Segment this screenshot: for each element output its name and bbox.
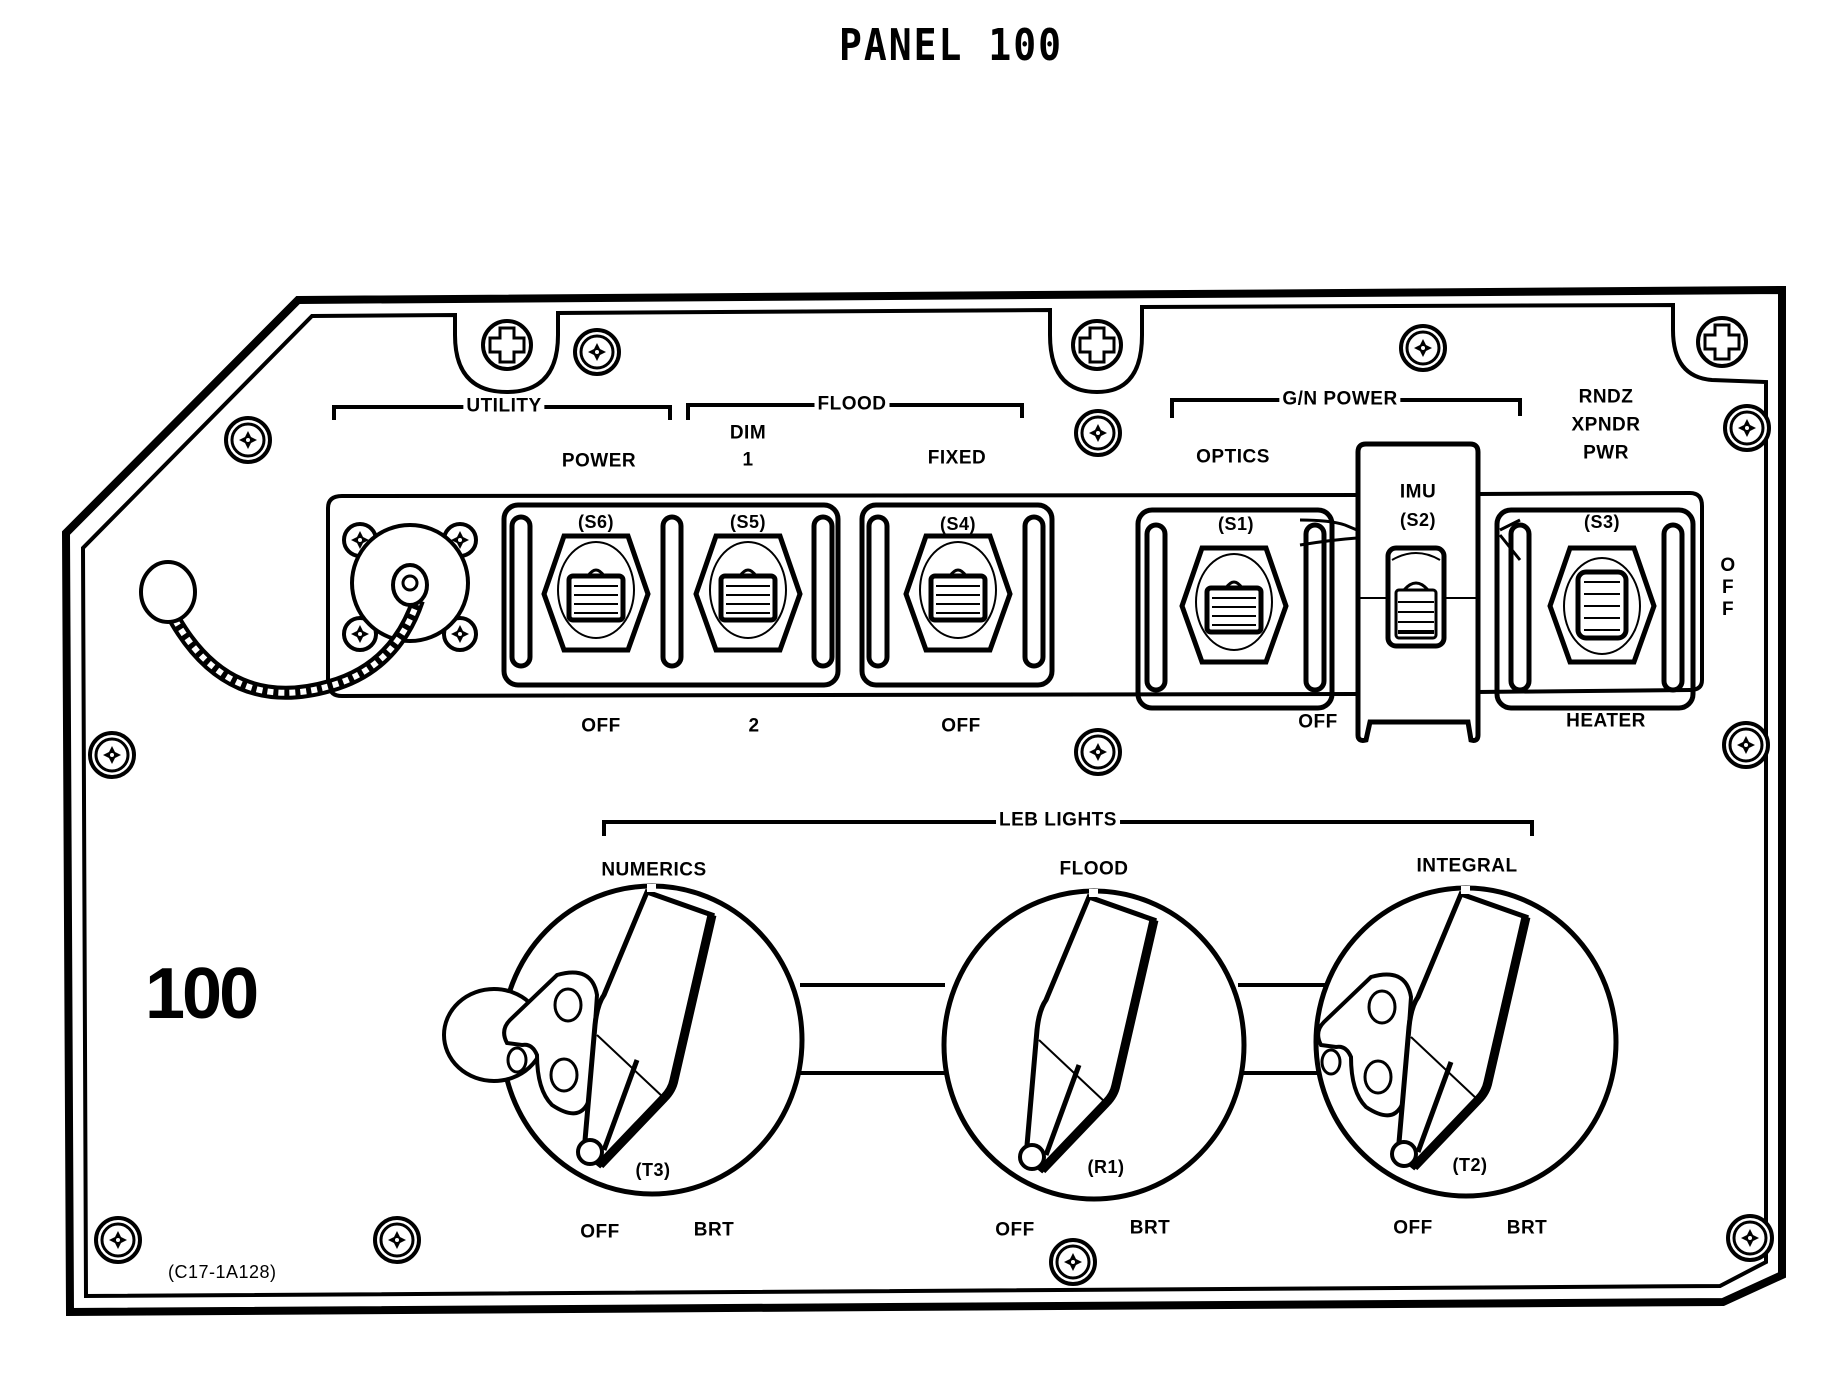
cross-screw-icon <box>1071 319 1123 371</box>
s1-bottom-label: OFF <box>1298 711 1338 733</box>
guard-bar <box>866 514 890 669</box>
page-title: PANEL 100 <box>839 19 1063 71</box>
guard-bar <box>1661 522 1685 693</box>
group-label-gn-power: G/N POWER <box>1279 389 1401 409</box>
knob-label-integral: INTEGRAL <box>1416 855 1518 877</box>
toggle-switch-icon <box>903 533 1013 653</box>
screw-icon <box>1074 728 1122 776</box>
s3-id: (S3) <box>1583 512 1621 532</box>
toggle-switch-icon <box>1179 545 1289 665</box>
guard-bar <box>1303 522 1327 693</box>
s4-bottom-label: OFF <box>941 715 981 737</box>
screw-icon <box>1726 1214 1774 1262</box>
screw-icon <box>88 731 136 779</box>
s5-id: (S5) <box>729 512 767 532</box>
group-label-leb-lights: LEB LIGHTS <box>996 810 1120 830</box>
screw-icon <box>1074 409 1122 457</box>
toggle-switch-icon <box>693 533 803 653</box>
guard-bar <box>1144 522 1168 693</box>
screw-icon <box>442 616 478 652</box>
s3-top-label-1: RNDZ <box>1578 386 1634 408</box>
integral-off-label: OFF <box>1393 1217 1433 1239</box>
guard-bar <box>660 514 684 669</box>
s4-top-label: FIXED <box>927 447 987 469</box>
s5-bottom-label: 2 <box>748 715 760 737</box>
screw-icon <box>1399 324 1447 372</box>
knob-id-r1: (R1) <box>1087 1157 1125 1177</box>
panel-screws <box>88 324 1774 1286</box>
flood-off-label: OFF <box>995 1219 1035 1241</box>
toggle-switches <box>541 533 1657 665</box>
integral-brt-label: BRT <box>1506 1217 1548 1239</box>
screw-icon <box>373 1216 421 1264</box>
screw-icon <box>224 416 272 464</box>
knob-band <box>800 983 1330 1075</box>
screw-icon <box>94 1216 142 1264</box>
rotary-knob-icon <box>941 888 1247 1202</box>
group-label-utility: UTILITY <box>463 396 545 416</box>
rotary-knob-icon <box>442 883 805 1197</box>
knob-id-t3: (T3) <box>635 1160 671 1180</box>
knob-label-numerics: NUMERICS <box>601 859 707 881</box>
s3-side-label: OFF <box>1720 555 1736 620</box>
toggle-switch-icon <box>1547 545 1657 665</box>
rotary-knob-icon <box>1313 885 1619 1199</box>
imu-switch-cover <box>1299 441 1522 743</box>
switch-guards <box>509 514 1685 693</box>
knob-id-t2: (T2) <box>1452 1155 1488 1175</box>
screw-icon <box>573 328 621 376</box>
numerics-brt-label: BRT <box>693 1219 735 1241</box>
s3-top-label-2: XPNDR <box>1571 414 1641 436</box>
s3-bottom-label: HEATER <box>1566 710 1646 732</box>
s3-top-label-3: PWR <box>1583 442 1629 464</box>
guard-bar <box>509 514 533 669</box>
switch-strip <box>326 490 1704 711</box>
screw-icon <box>342 616 378 652</box>
s1-top-label: OPTICS <box>1196 446 1270 468</box>
s4-id: (S4) <box>939 514 977 534</box>
s2-top-label: IMU <box>1399 481 1437 503</box>
screw-icon <box>1049 1238 1097 1286</box>
toggle-switch-icon <box>541 533 651 653</box>
s5-top-label-1: DIM <box>729 422 767 444</box>
utility-connector <box>139 523 470 700</box>
s6-id: (S6) <box>577 512 615 532</box>
reference-code: (C17-1A128) <box>168 1262 277 1282</box>
s6-top-label: POWER <box>561 450 637 472</box>
cross-screw-icon <box>481 319 533 371</box>
panel-number: 100 <box>145 954 259 1034</box>
numerics-off-label: OFF <box>580 1221 620 1243</box>
flood-brt-label: BRT <box>1129 1217 1171 1239</box>
s5-top-label-2: 1 <box>742 449 754 471</box>
screw-icon <box>1722 721 1770 769</box>
screw-icon <box>1723 404 1771 452</box>
s6-bottom-label: OFF <box>581 715 621 737</box>
group-label-flood: FLOOD <box>814 394 890 414</box>
guard-bar <box>1508 522 1532 693</box>
guard-bar <box>1022 514 1046 669</box>
knob-label-flood: FLOOD <box>1059 858 1129 880</box>
s1-id: (S1) <box>1217 514 1255 534</box>
panel-outline <box>61 285 1786 1317</box>
s2-id: (S2) <box>1399 510 1437 530</box>
cross-screw-icon <box>1696 316 1748 368</box>
rotary-knobs <box>442 883 1619 1202</box>
notch-screws <box>481 316 1748 371</box>
guard-bar <box>811 514 835 669</box>
